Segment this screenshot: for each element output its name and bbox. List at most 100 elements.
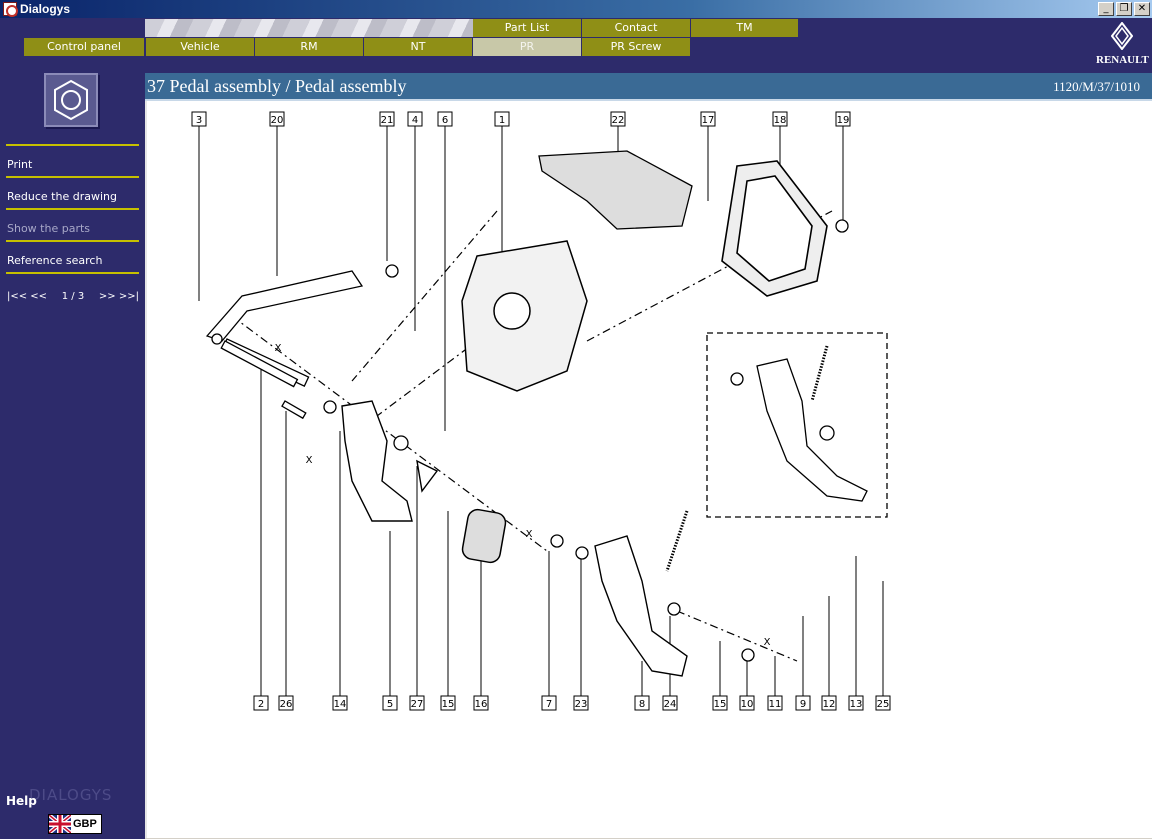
app-icon xyxy=(3,2,18,17)
reduce-drawing-button[interactable]: Reduce the drawing xyxy=(7,190,117,203)
part-label-6-box[interactable] xyxy=(437,111,453,127)
part-label-15-box[interactable] xyxy=(440,695,456,711)
part-label-10-box[interactable] xyxy=(739,695,755,711)
part-label-10[interactable]: 10 xyxy=(741,699,754,710)
part-label-22[interactable]: 22 xyxy=(612,115,625,126)
part-label-23[interactable]: 23 xyxy=(575,699,588,710)
part-label-26[interactable]: 26 xyxy=(280,699,293,710)
part-label-17[interactable]: 17 xyxy=(702,115,715,126)
part-label-25[interactable]: 25 xyxy=(877,699,890,710)
part-label-2[interactable]: 2 xyxy=(258,699,264,710)
sidebar-divider xyxy=(6,176,139,178)
part-label-15-box[interactable] xyxy=(712,695,728,711)
window-title: Dialogys xyxy=(20,2,71,16)
header-decoration xyxy=(145,19,475,37)
tab-nt[interactable]: NT xyxy=(364,38,473,56)
part-label-21-box[interactable] xyxy=(379,111,395,127)
reference-search-button[interactable]: Reference search xyxy=(7,254,103,267)
part-label-12-box[interactable] xyxy=(821,695,837,711)
part-label-7-box[interactable] xyxy=(541,695,557,711)
part-label-24-box[interactable] xyxy=(662,695,678,711)
currency-code: GBP xyxy=(73,818,97,830)
part-label-18[interactable]: 18 xyxy=(774,115,787,126)
part-label-12[interactable]: 12 xyxy=(823,699,836,710)
show-parts-button[interactable]: Show the parts xyxy=(7,222,91,235)
diagram-canvas: 3 20 21 4 6 1 22 17 18 19 2 26 14 5 27 15 16 7 23 8 24 15 10 11… xyxy=(145,101,1152,838)
part-label-25-box[interactable] xyxy=(875,695,891,711)
part-label-16[interactable]: 16 xyxy=(475,699,488,710)
pedal-assembly-diagram[interactable]: 3 20 21 4 6 1 22 17 18 19 2 26 14 5 27 15 16 7 23 8 24 15 10 11… xyxy=(147,101,1152,838)
part-label-1[interactable]: 1 xyxy=(499,115,505,126)
sidebar-divider xyxy=(6,208,139,210)
uk-flag-icon xyxy=(49,815,71,833)
part-label-2-box[interactable] xyxy=(253,695,269,711)
part-label-20-box[interactable] xyxy=(269,111,285,127)
part-label-4-box[interactable] xyxy=(407,111,423,127)
page-reference: 1120/M/37/1010 xyxy=(1053,79,1140,94)
part-label-5-box[interactable] xyxy=(382,695,398,711)
part-label-19[interactable]: 19 xyxy=(837,115,850,126)
sidebar-divider xyxy=(6,272,139,274)
part-label-17-box[interactable] xyxy=(700,111,716,127)
tab-pr-screw[interactable]: PR Screw xyxy=(582,38,691,56)
app-header: Part List Contact TM Control panel Vehic… xyxy=(0,18,1152,73)
currency-selector[interactable]: GBP xyxy=(48,814,102,834)
part-label-8-box[interactable] xyxy=(634,695,650,711)
renault-logo: RENAULT xyxy=(1096,21,1149,70)
part-label-5[interactable]: 5 xyxy=(387,699,393,710)
tab-pr[interactable]: PR xyxy=(473,38,582,56)
tab-rm[interactable]: RM xyxy=(255,38,364,56)
part-label-7[interactable]: 7 xyxy=(546,699,552,710)
restore-button[interactable]: ❐ xyxy=(1116,2,1132,16)
part-label-6[interactable]: 6 xyxy=(442,115,448,126)
tab-control-panel[interactable]: Control panel xyxy=(24,38,145,56)
sidebar: Print Reduce the drawing Show the parts … xyxy=(0,73,145,839)
part-label-26-box[interactable] xyxy=(278,695,294,711)
part-label-21[interactable]: 21 xyxy=(381,115,394,126)
part-label-16-box[interactable] xyxy=(473,695,489,711)
part-label-18-box[interactable] xyxy=(772,111,788,127)
tab-part-list[interactable]: Part List xyxy=(473,19,582,37)
part-label-27-box[interactable] xyxy=(409,695,425,711)
part-label-3[interactable]: 3 xyxy=(196,115,202,126)
part-label-24[interactable]: 24 xyxy=(664,699,677,710)
part-label-15[interactable]: 15 xyxy=(442,699,455,710)
help-link[interactable]: Help xyxy=(6,794,37,808)
part-label-9[interactable]: 9 xyxy=(800,699,806,710)
part-label-11[interactable]: 11 xyxy=(769,699,782,710)
tab-contact[interactable]: Contact xyxy=(582,19,691,37)
part-label-15[interactable]: 15 xyxy=(714,699,727,710)
part-label-19-box[interactable] xyxy=(835,111,851,127)
part-label-14-box[interactable] xyxy=(332,695,348,711)
dimension-mark: X xyxy=(526,529,533,540)
part-label-14[interactable]: 14 xyxy=(334,699,347,710)
part-label-1-box[interactable] xyxy=(494,111,510,127)
dimension-mark: X xyxy=(275,343,282,354)
pager-page: 1 / 3 xyxy=(61,291,85,302)
part-label-8[interactable]: 8 xyxy=(639,699,645,710)
sidebar-divider xyxy=(6,240,139,242)
minimize-button[interactable]: _ xyxy=(1098,2,1114,16)
part-label-23-box[interactable] xyxy=(573,695,589,711)
part-label-20[interactable]: 20 xyxy=(271,115,284,126)
part-label-13-box[interactable] xyxy=(848,695,864,711)
part-label-4[interactable]: 4 xyxy=(412,115,418,126)
part-label-27[interactable]: 27 xyxy=(411,699,424,710)
part-label-22-box[interactable] xyxy=(610,111,626,127)
tab-vehicle[interactable]: Vehicle xyxy=(146,38,255,56)
brand-name: RENAULT xyxy=(1096,54,1149,66)
nut-icon xyxy=(44,73,98,127)
close-button[interactable]: ✕ xyxy=(1134,2,1150,16)
dimension-mark: X xyxy=(306,455,313,466)
tab-tm[interactable]: TM xyxy=(691,19,799,37)
pager-next-last[interactable]: >> >>| xyxy=(98,291,139,302)
part-label-11-box[interactable] xyxy=(767,695,783,711)
pager-first-prev[interactable]: |<< << xyxy=(7,291,48,302)
page-title: 37 Pedal assembly / Pedal assembly xyxy=(147,76,407,96)
part-label-9-box[interactable] xyxy=(795,695,811,711)
print-button[interactable]: Print xyxy=(7,158,33,171)
dimension-mark: X xyxy=(764,637,771,648)
sidebar-divider xyxy=(6,144,139,146)
part-label-13[interactable]: 13 xyxy=(850,699,863,710)
part-label-3-box[interactable] xyxy=(191,111,207,127)
